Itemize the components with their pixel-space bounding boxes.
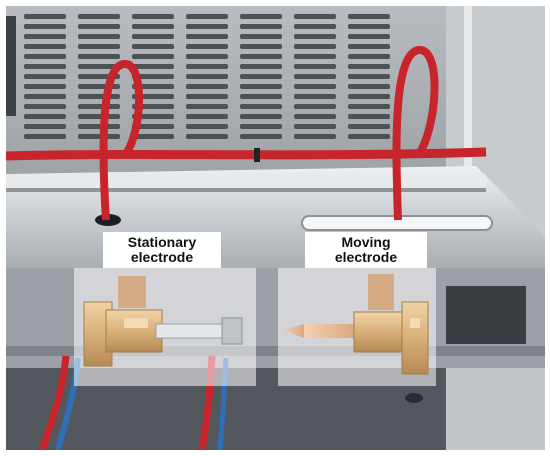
right-red-cable-loop (392, 46, 439, 221)
vent-slots (24, 14, 390, 139)
electrode-photo (6, 6, 545, 450)
rear-red-cable (6, 147, 487, 161)
cable-grommet (95, 214, 121, 226)
lower-red-cable-left (38, 355, 70, 450)
moving-electrode-label: Moving electrode (305, 232, 427, 268)
left-red-cable-loop (99, 60, 143, 221)
moving-electrode (282, 274, 429, 375)
stationary-electrode-label: Stationary electrode (103, 232, 221, 268)
stationary-electrode (83, 276, 243, 367)
